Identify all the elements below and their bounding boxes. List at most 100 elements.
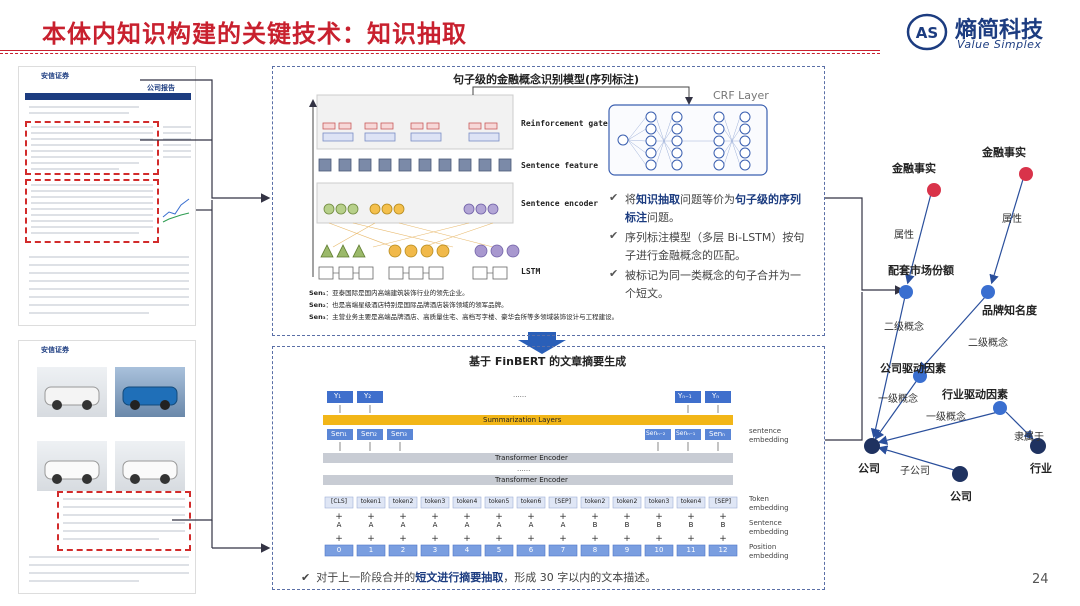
svg-text:+: + bbox=[431, 512, 439, 522]
title-rule bbox=[0, 50, 880, 51]
car-photo-1 bbox=[37, 367, 107, 417]
token: token6 bbox=[520, 498, 542, 505]
output-y1: Y₁ bbox=[334, 392, 342, 400]
sentence-feature-label: Sentence feature bbox=[521, 161, 599, 170]
report-header-label: 公司报告 bbox=[147, 84, 175, 92]
output-y2: Y₂ bbox=[364, 392, 372, 400]
svg-text:+: + bbox=[687, 534, 695, 544]
page-number: 24 bbox=[1032, 572, 1049, 587]
position: 2 bbox=[400, 546, 406, 554]
segment: B bbox=[688, 521, 694, 529]
node-label-company-2: 公司 bbox=[950, 490, 972, 503]
sentence-token: Senₙ₋₁ bbox=[676, 430, 696, 437]
segment: A bbox=[400, 521, 406, 529]
logo-mark-text: AS bbox=[916, 24, 938, 42]
output-yn: Yₙ bbox=[712, 392, 720, 400]
finbert-diagram: +++++++++++++ +++++++++++++ bbox=[323, 391, 738, 557]
node-label-financial-fact-2: 金融事实 bbox=[982, 146, 1026, 159]
knowledge-graph bbox=[864, 167, 1046, 482]
report-page-2-lines bbox=[29, 498, 189, 582]
down-arrow-icon bbox=[518, 332, 566, 354]
svg-text:+: + bbox=[719, 512, 727, 522]
edge-label-secondary-2: 二级概念 bbox=[968, 338, 1008, 349]
edge-label-belongs: 隶属于 bbox=[1014, 432, 1044, 443]
position: 6 bbox=[528, 546, 534, 554]
token-row: [CLS] token1 token2 token3 token4 token5… bbox=[325, 498, 741, 509]
token-embedding-label: Token embedding bbox=[749, 495, 789, 512]
output-yn-1: Yₙ₋₁ bbox=[678, 392, 692, 400]
edge-label-secondary-1: 二级概念 bbox=[884, 322, 924, 333]
logo-subtitle: Value Simplex bbox=[957, 38, 1042, 51]
reinforcement-gate-label: Reinforcement gate bbox=[521, 119, 608, 128]
token: token2 bbox=[392, 498, 414, 505]
token: token5 bbox=[488, 498, 510, 505]
svg-text:+: + bbox=[719, 534, 727, 544]
sentence-token: Senₙ bbox=[709, 430, 725, 438]
graph-node-financial-fact-2 bbox=[1019, 167, 1033, 181]
svg-text:+: + bbox=[559, 534, 567, 544]
position: 9 bbox=[624, 546, 630, 554]
svg-text:+: + bbox=[463, 534, 471, 544]
position: 4 bbox=[464, 546, 470, 554]
logo-mark-icon: AS bbox=[906, 13, 948, 51]
transformer-encoder-1: Transformer Encoder bbox=[495, 454, 568, 462]
report-logo: 安信证券 bbox=[41, 72, 69, 80]
segment: A bbox=[336, 521, 342, 529]
sentence-token: Sen₃ bbox=[391, 430, 407, 438]
token: [SEP] bbox=[555, 498, 571, 505]
highlight-box-3 bbox=[57, 491, 191, 551]
svg-text:+: + bbox=[431, 534, 439, 544]
position: 3 bbox=[432, 546, 438, 554]
segment: A bbox=[368, 521, 374, 529]
graph-node-company-driver bbox=[913, 369, 927, 383]
car-photo-3 bbox=[37, 441, 107, 491]
check-icon: ✔ bbox=[609, 229, 619, 242]
graph-node-market-share bbox=[899, 285, 913, 299]
sentence-encoder-label: Sentence encoder bbox=[521, 199, 599, 208]
segment: A bbox=[560, 521, 566, 529]
segment: B bbox=[656, 521, 662, 529]
svg-text:+: + bbox=[463, 512, 471, 522]
graph-node-company bbox=[864, 438, 880, 454]
token: token3 bbox=[648, 498, 670, 505]
svg-text:+: + bbox=[495, 534, 503, 544]
check-icon: ✔ bbox=[301, 571, 311, 584]
token: token4 bbox=[680, 498, 702, 505]
segment-row: A A A A A A A A B B B B B bbox=[325, 521, 741, 532]
svg-text:+: + bbox=[591, 534, 599, 544]
finbert-summary-panel: 基于 FinBERT 的文章摘要生成 bbox=[272, 346, 825, 590]
sentence-2: Sen₂：也是高端星级酒店特别是国际品牌酒店装饰领域的领军品牌。 bbox=[309, 301, 508, 309]
token: token2 bbox=[616, 498, 638, 505]
svg-text:+: + bbox=[559, 512, 567, 522]
report-logo-2: 安信证券 bbox=[41, 346, 69, 354]
token: token1 bbox=[360, 498, 382, 505]
node-label-financial-fact-1: 金融事实 bbox=[892, 162, 936, 175]
finbert-footer: ✔对于上一阶段合并的短文进行摘要抽取，形成 30 字以内的文本描述。 bbox=[301, 571, 657, 584]
position: 11 bbox=[686, 546, 696, 554]
position: 0 bbox=[336, 546, 342, 554]
sequence-panel-title: 句子级的金融概念识别模型(序列标注) bbox=[453, 73, 640, 86]
graph-node-company-2 bbox=[952, 466, 968, 482]
segment: B bbox=[624, 521, 630, 529]
segment: A bbox=[464, 521, 470, 529]
svg-text:+: + bbox=[399, 512, 407, 522]
svg-text:+: + bbox=[687, 512, 695, 522]
sequence-labeling-panel: 句子级的金融概念识别模型(序列标注) bbox=[272, 66, 825, 336]
position: 5 bbox=[496, 546, 502, 554]
sentence-1: Sen₁：亚泰国际是国内高端建筑装饰行业的领先企业。 bbox=[309, 289, 469, 297]
title-rule-dashed bbox=[0, 53, 880, 54]
point-3: 被标记为同一类概念的句子合并为一个短文。 bbox=[625, 269, 801, 300]
node-label-industry-driver: 行业驱动因素 bbox=[942, 388, 1008, 401]
token: token3 bbox=[424, 498, 446, 505]
point-1: 将知识抽取问题等价为句子级的序列标注问题。 bbox=[625, 193, 801, 224]
svg-text:+: + bbox=[655, 534, 663, 544]
highlight-box-2 bbox=[25, 179, 159, 243]
finbert-panel-title: 基于 FinBERT 的文章摘要生成 bbox=[469, 355, 627, 368]
summarization-layers-label: Summarization Layers bbox=[483, 416, 562, 424]
car-photo-4 bbox=[115, 441, 185, 491]
edge-label-primary-2: 一级概念 bbox=[926, 412, 966, 423]
token: token2 bbox=[584, 498, 606, 505]
segment: A bbox=[528, 521, 534, 529]
sentence-token: Senₙ₋₂ bbox=[646, 430, 666, 437]
node-label-market-share: 配套市场份额 bbox=[888, 264, 954, 277]
